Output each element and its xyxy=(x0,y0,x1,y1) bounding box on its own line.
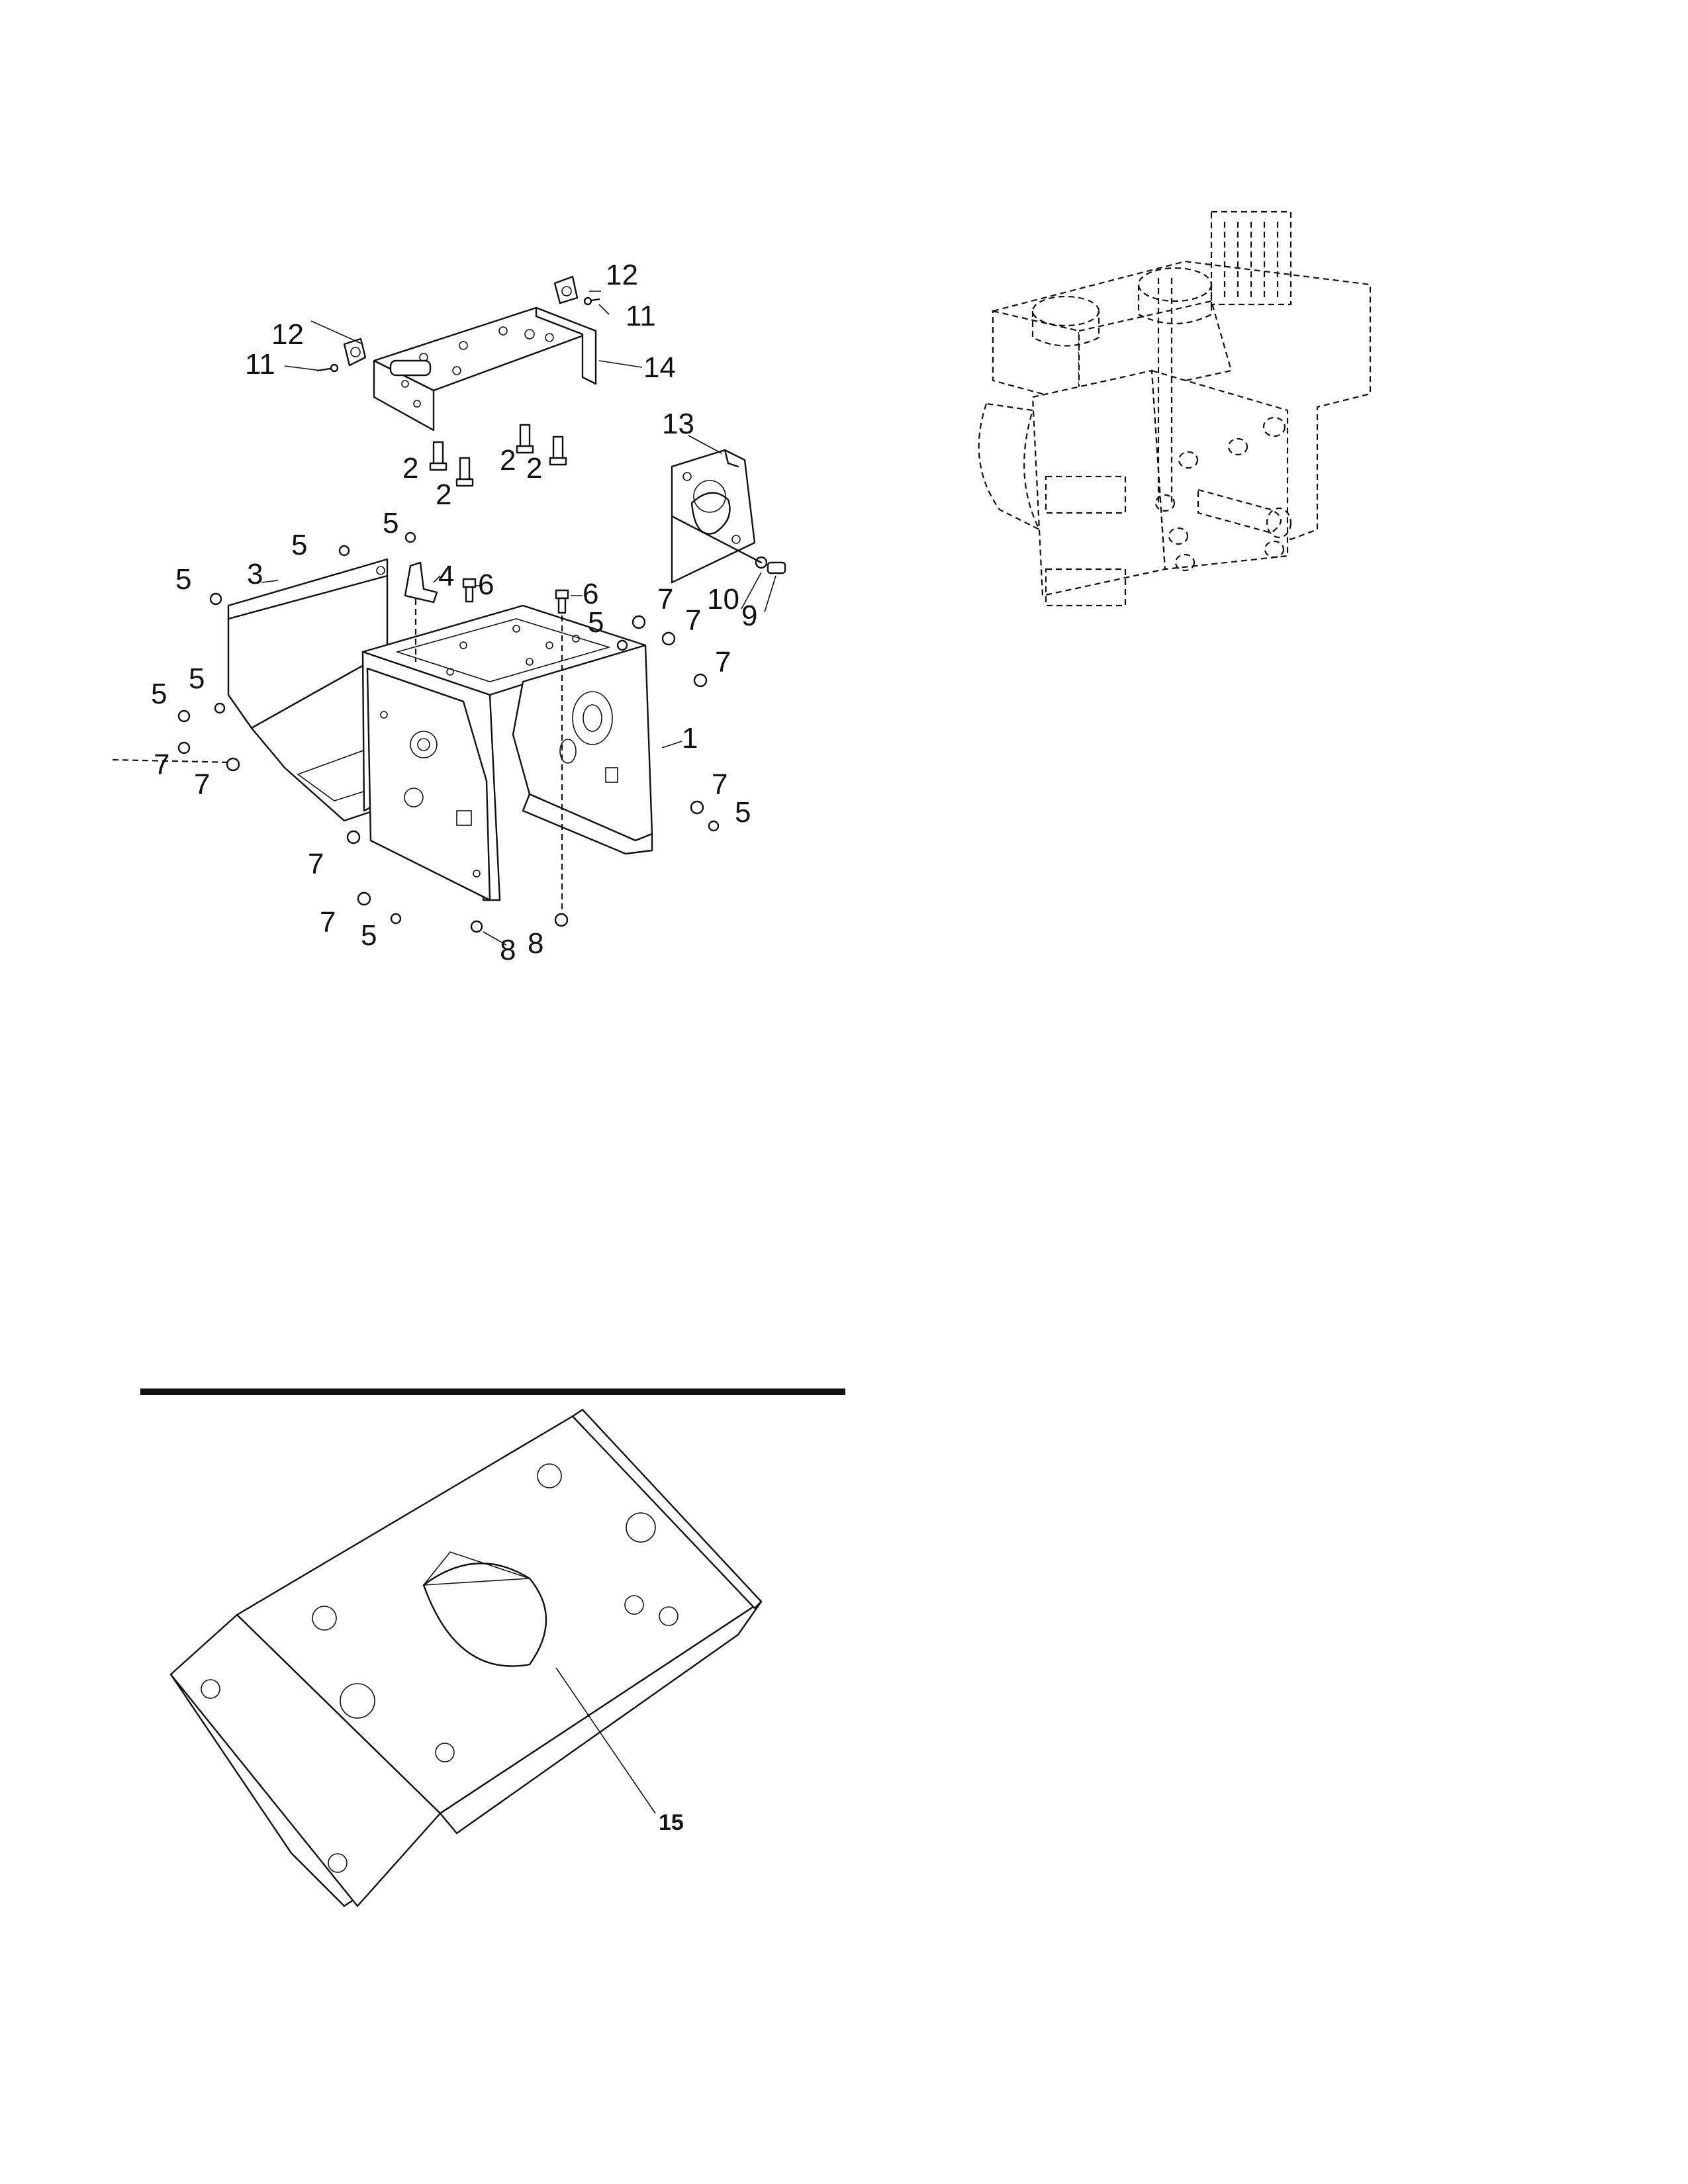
fastener-group xyxy=(177,531,720,933)
callout-7-c: 7 xyxy=(715,646,731,678)
callout-7-d: 7 xyxy=(154,749,169,781)
callout-5-f: 5 xyxy=(151,678,167,710)
leader-lines xyxy=(261,291,776,946)
callout-13: 13 xyxy=(662,408,694,440)
main-housing-1 xyxy=(361,604,653,901)
callout-7-a: 7 xyxy=(657,583,673,615)
side-plate-13 xyxy=(671,449,756,584)
engine-phantom-outline xyxy=(978,210,1372,607)
top-mounting-bracket xyxy=(373,306,597,432)
callout-15: 15 xyxy=(659,1810,684,1835)
callout-7-f: 7 xyxy=(712,768,727,801)
base-plate-15 xyxy=(169,1408,763,1907)
cable-clamp-right xyxy=(553,275,579,304)
bolt-6 xyxy=(462,578,569,913)
callout-7-h: 7 xyxy=(320,906,336,938)
callout-5-a: 5 xyxy=(383,507,399,539)
callout-labels: 12 11 12 11 14 13 2 2 2 2 5 5 5 3 4 6 6 … xyxy=(151,259,757,966)
callout-5-e: 5 xyxy=(189,662,205,695)
bolt-group-2 xyxy=(429,424,567,487)
callout-7-g: 7 xyxy=(308,848,324,880)
callout-5-c: 5 xyxy=(175,563,191,596)
bracket-4 xyxy=(404,561,438,662)
section-divider xyxy=(140,1388,845,1395)
callout-11-right: 11 xyxy=(626,300,656,332)
callout-9: 9 xyxy=(741,600,757,632)
callout-5-d: 5 xyxy=(588,606,604,639)
screw-right xyxy=(583,296,600,306)
callout-5-b: 5 xyxy=(291,529,307,561)
callout-12-right: 12 xyxy=(606,259,638,291)
callout-4: 4 xyxy=(438,560,454,592)
callout-6-a: 6 xyxy=(478,569,494,601)
callout-10: 10 xyxy=(707,583,739,615)
callout-12-left: 12 xyxy=(271,318,304,351)
callout-8-b: 8 xyxy=(528,927,543,960)
callout-8-a: 8 xyxy=(500,934,516,966)
callout-14: 14 xyxy=(643,351,676,384)
callout-5-h: 5 xyxy=(361,919,377,952)
callout-2-b: 2 xyxy=(436,478,451,511)
callout-7-b: 7 xyxy=(685,604,701,637)
callout-2-c: 2 xyxy=(500,444,516,477)
callout-6-b: 6 xyxy=(583,578,598,610)
bolt-9 xyxy=(671,515,786,574)
cable-clamp-left xyxy=(343,338,367,367)
callout-5-g: 5 xyxy=(735,796,751,829)
callout-2-d: 2 xyxy=(526,452,542,484)
callout-1: 1 xyxy=(682,722,698,754)
callout-7-e: 7 xyxy=(194,768,210,801)
callout-2-a: 2 xyxy=(402,452,418,484)
callout-3: 3 xyxy=(247,558,263,590)
callout-11-left: 11 xyxy=(245,348,275,381)
